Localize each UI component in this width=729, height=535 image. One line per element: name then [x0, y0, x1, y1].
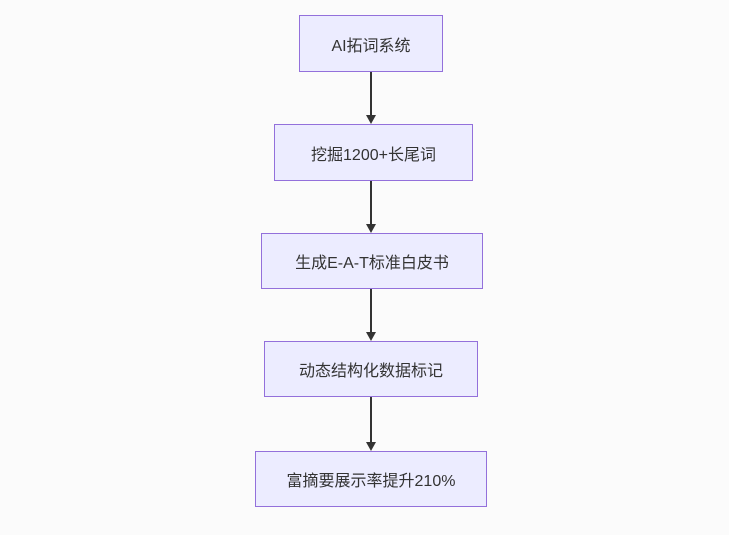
- flow-node-eat-whitepaper: 生成E-A-T标准白皮书: [261, 233, 483, 289]
- arrowhead-down-icon: [366, 115, 376, 124]
- arrow-line: [370, 181, 372, 224]
- arrowhead-down-icon: [366, 332, 376, 341]
- node-label: AI拓词系统: [331, 37, 411, 55]
- flow-node-structured-data: 动态结构化数据标记: [264, 341, 478, 397]
- flow-arrow-3: [363, 289, 379, 341]
- arrow-line: [370, 72, 372, 115]
- flow-node-ai-keyword-system: AI拓词系统: [299, 15, 443, 72]
- flow-node-longtail-mining: 挖掘1200+长尾词: [274, 124, 473, 181]
- flow-arrow-4: [363, 397, 379, 451]
- node-label: 动态结构化数据标记: [298, 363, 443, 380]
- node-label: 挖掘1200+长尾词: [311, 146, 436, 164]
- node-label: 富摘要展示率提升210%: [286, 473, 456, 490]
- node-label: 生成E-A-T标准白皮书: [295, 255, 449, 272]
- flow-arrow-1: [363, 72, 379, 124]
- arrowhead-down-icon: [366, 224, 376, 233]
- arrowhead-down-icon: [366, 442, 376, 451]
- flow-arrow-2: [363, 181, 379, 233]
- arrow-line: [370, 397, 372, 442]
- flow-node-rich-snippet-result: 富摘要展示率提升210%: [255, 451, 487, 507]
- arrow-line: [370, 289, 372, 332]
